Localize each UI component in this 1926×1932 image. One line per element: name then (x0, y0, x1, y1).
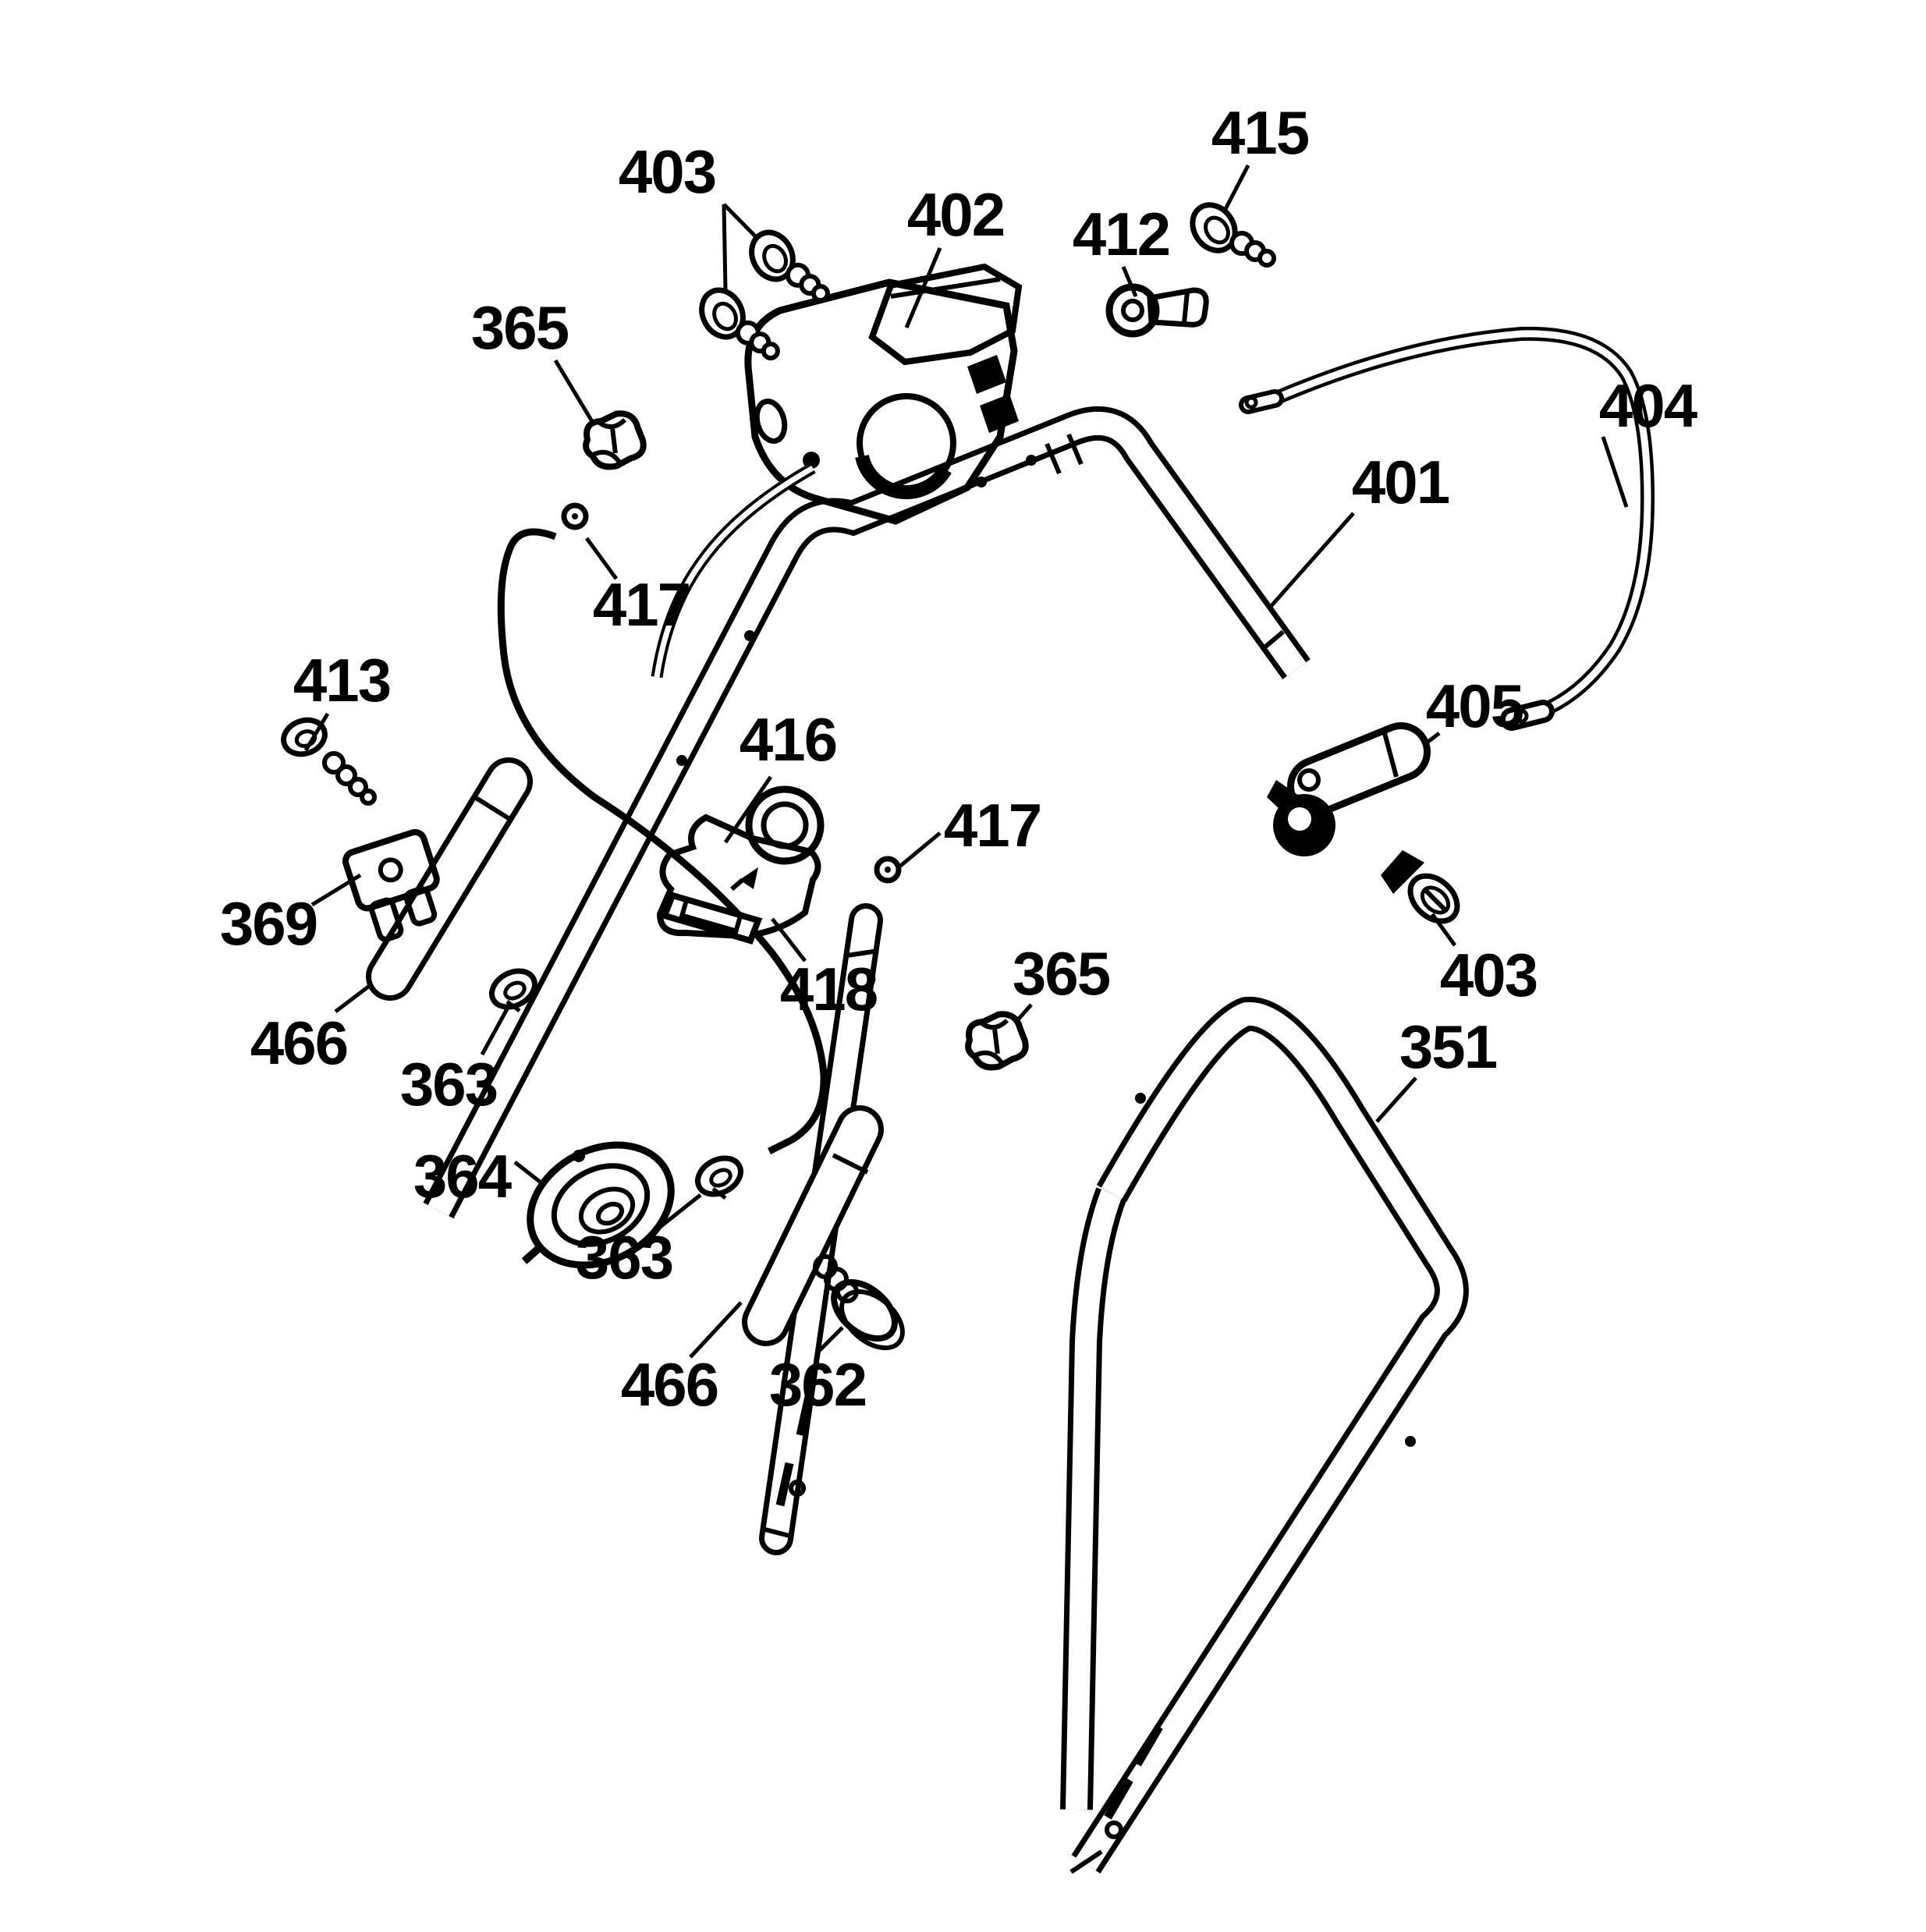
pin-417-1 (561, 502, 589, 530)
pivot-bracket-405 (1267, 722, 1431, 856)
part-label-364: 364 (413, 1142, 512, 1211)
part-label-403: 403 (1439, 941, 1538, 1009)
part-label-362: 362 (768, 1350, 867, 1419)
part-label-415: 415 (1211, 98, 1310, 167)
upper-handle-tube (423, 406, 1311, 1219)
part-label-363: 363 (575, 1223, 674, 1292)
part-label-365: 365 (1012, 939, 1111, 1008)
part-label-405: 405 (1425, 672, 1524, 740)
eyelet-412 (1105, 283, 1209, 338)
lower-handle-tube (1060, 996, 1469, 1874)
grip-sleeve-1 (366, 757, 533, 1001)
part-label-403: 403 (618, 137, 717, 206)
part-label-369: 369 (219, 889, 318, 958)
rivet-holes-lower-handle (1135, 1093, 1416, 1447)
part-label-412: 412 (1072, 200, 1171, 268)
part-label-351: 351 (1399, 1012, 1498, 1081)
part-label-402: 402 (906, 180, 1006, 249)
throttle-cable (497, 528, 828, 1155)
part-label-416: 416 (739, 705, 838, 774)
part-label-363: 363 (399, 1050, 498, 1118)
part-label-404: 404 (1598, 371, 1697, 440)
wheel-knob-364 (521, 1141, 675, 1269)
rivet-holes-upper-handle (676, 455, 1037, 766)
rod-404 (1239, 326, 1655, 731)
part-label-417: 417 (592, 570, 691, 639)
part-label-417: 417 (943, 791, 1042, 860)
pin-417-2 (874, 856, 902, 884)
switch-cable (651, 463, 816, 679)
part-label-466: 466 (620, 1350, 719, 1419)
lower-handle-slotted-end (1069, 1725, 1163, 1874)
bolt-362 (813, 1254, 905, 1351)
part-label-401: 401 (1351, 448, 1450, 516)
screw-403-c (1381, 850, 1460, 924)
bracket-418 (656, 785, 825, 945)
bolt-413 (281, 717, 377, 806)
grip-sleeve-2 (742, 1105, 884, 1346)
part-label-365: 365 (470, 293, 569, 362)
part-label-413: 413 (293, 646, 392, 714)
part-label-466: 466 (250, 1009, 349, 1077)
part-label-418: 418 (779, 955, 878, 1023)
clamp-369 (342, 828, 440, 942)
